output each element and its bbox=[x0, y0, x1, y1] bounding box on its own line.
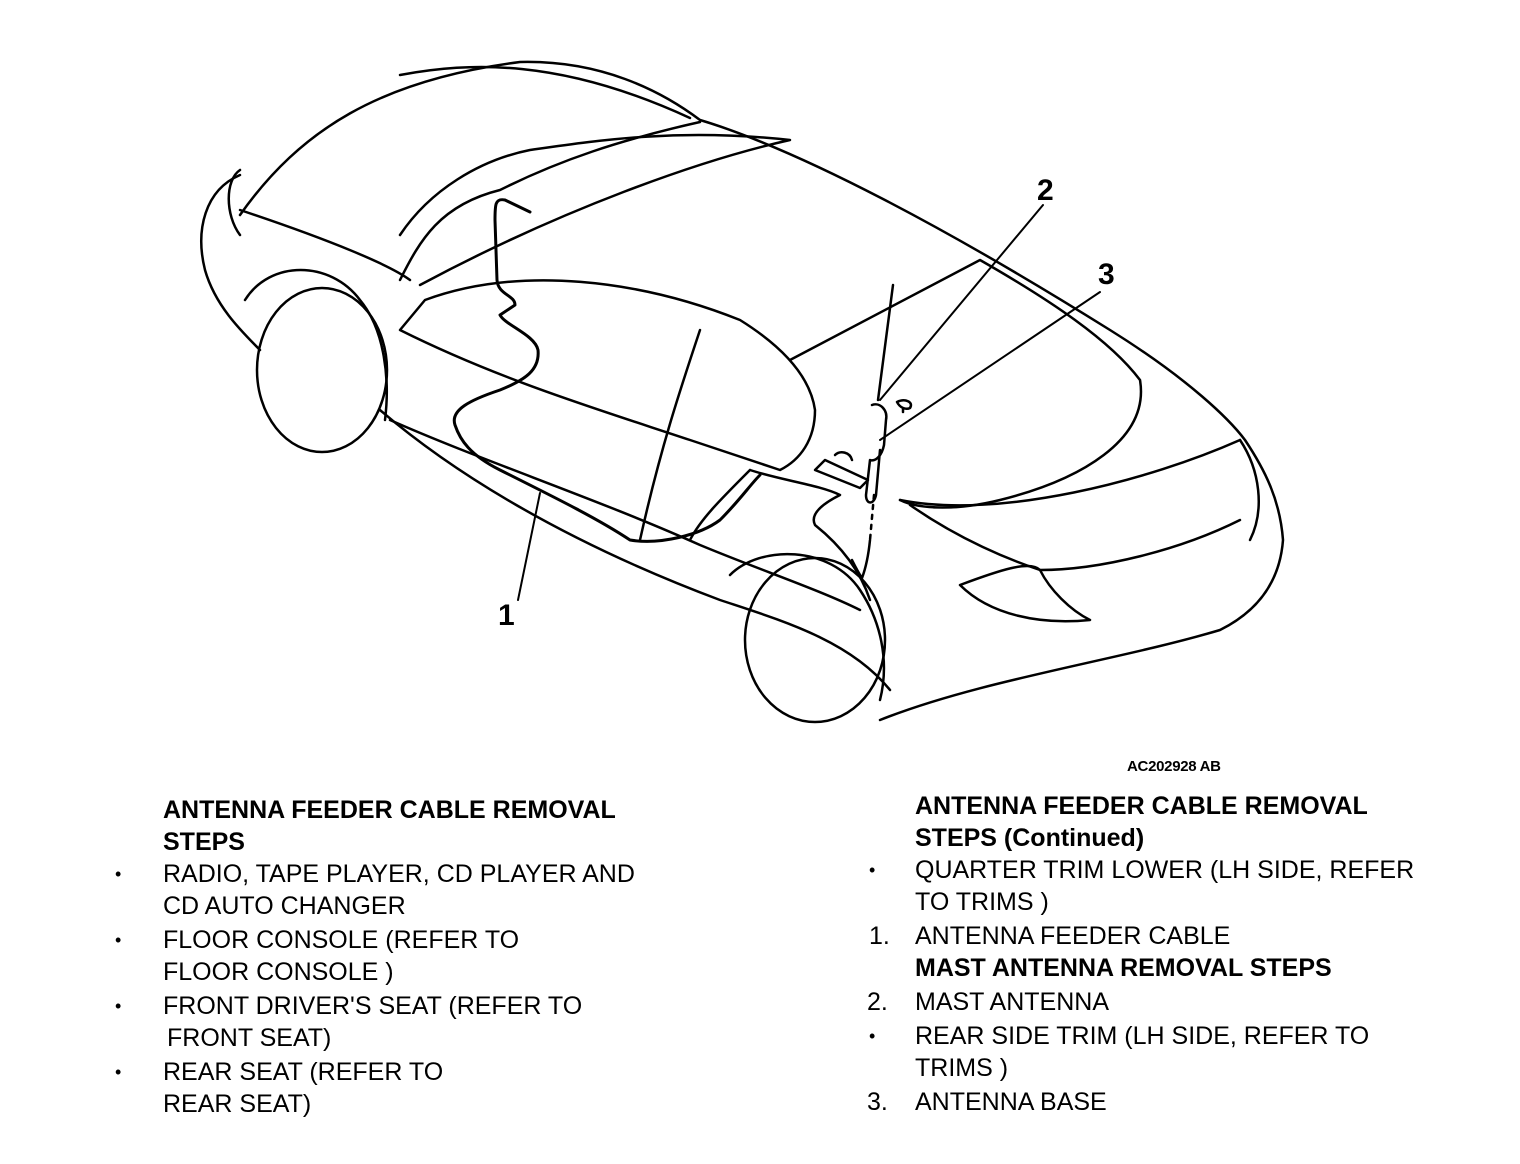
step-number: 2. bbox=[867, 988, 888, 1016]
list-item-line2: FLOOR CONSOLE ) bbox=[163, 958, 394, 986]
bullet-icon: • bbox=[115, 930, 122, 950]
list-item-line2: REAR SEAT) bbox=[163, 1090, 312, 1118]
list-item: • REAR SEAT (REFER TO REAR SEAT) bbox=[115, 1056, 783, 1120]
bullet-icon: • bbox=[115, 1062, 122, 1082]
car-front-outline bbox=[200, 173, 262, 352]
list-item: • FLOOR CONSOLE (REFER TO FLOOR CONSOLE … bbox=[115, 924, 783, 988]
list-item: 3. ANTENNA BASE bbox=[867, 1086, 1505, 1118]
list-item: 1. ANTENNA FEEDER CABLE bbox=[869, 920, 1505, 952]
list-item-line1: ANTENNA BASE bbox=[915, 1088, 1107, 1116]
callout-1: 1 bbox=[498, 599, 515, 632]
list-item-line1: MAST ANTENNA bbox=[915, 988, 1110, 1016]
list-item: • RADIO, TAPE PLAYER, CD PLAYER AND CD A… bbox=[115, 858, 783, 922]
right-heading-line1: ANTENNA FEEDER CABLE REMOVAL bbox=[915, 792, 1368, 820]
tail-lamp-left bbox=[958, 564, 1092, 623]
step-number: 1. bbox=[869, 922, 890, 950]
feeder-cable bbox=[452, 198, 762, 543]
list-item-line2: TRIMS ) bbox=[915, 1054, 1009, 1082]
bullet-icon: • bbox=[869, 1026, 876, 1046]
list-item-line1: ANTENNA FEEDER CABLE bbox=[915, 922, 1231, 950]
bullet-icon: • bbox=[115, 864, 122, 884]
figure-id: AC202928 AB bbox=[1127, 758, 1221, 775]
door-line bbox=[638, 328, 702, 542]
list-item-line1: RADIO, TAPE PLAYER, CD PLAYER AND bbox=[163, 860, 635, 888]
car-roof-edge bbox=[398, 65, 692, 120]
rear-wheel bbox=[743, 556, 887, 724]
step-number: 3. bbox=[867, 1088, 888, 1116]
grommet bbox=[895, 399, 913, 414]
list-item: • FRONT DRIVER'S SEAT (REFER TO FRONT SE… bbox=[115, 990, 783, 1054]
antenna-lead bbox=[850, 538, 872, 580]
tail-lamp-right bbox=[1238, 438, 1260, 542]
left-steps-column: ANTENNA FEEDER CABLE REMOVAL STEPS • RAD… bbox=[115, 794, 783, 1120]
left-heading-line1: ANTENNA FEEDER CABLE REMOVAL bbox=[163, 796, 616, 824]
mast-antenna-rod bbox=[876, 283, 895, 402]
antenna-cable-dash bbox=[868, 493, 876, 542]
right-steps-column: ANTENNA FEEDER CABLE REMOVAL STEPS (Cont… bbox=[867, 790, 1505, 1118]
bullet-icon: • bbox=[115, 996, 122, 1016]
list-item: 2. MAST ANTENNA bbox=[867, 986, 1505, 1018]
leader-line-2 bbox=[879, 204, 1044, 401]
bullet-icon: • bbox=[869, 860, 876, 880]
rear-window bbox=[788, 258, 1143, 509]
list-item-line1: REAR SIDE TRIM (LH SIDE, REFER TO bbox=[915, 1022, 1370, 1050]
car-headlamp bbox=[227, 168, 242, 237]
list-item-line2: FRONT SEAT) bbox=[167, 1024, 332, 1052]
list-item-line2: TO TRIMS ) bbox=[915, 888, 1049, 916]
callout-2: 2 bbox=[1037, 174, 1054, 207]
list-item-line1: FLOOR CONSOLE (REFER TO bbox=[163, 926, 520, 954]
mast-antenna-body bbox=[864, 403, 888, 504]
side-window bbox=[398, 279, 817, 472]
list-item-line1: REAR SEAT (REFER TO bbox=[163, 1058, 444, 1086]
trunk-lid bbox=[898, 438, 1242, 507]
leader-line-1 bbox=[517, 492, 541, 601]
mast-antenna-subheading: MAST ANTENNA REMOVAL STEPS bbox=[915, 954, 1332, 982]
car-roof-outline bbox=[238, 60, 1285, 722]
antenna-bracket bbox=[813, 451, 870, 490]
front-wheel-arch bbox=[243, 268, 388, 422]
car-roof-inner bbox=[238, 120, 702, 282]
list-item: • QUARTER TRIM LOWER (LH SIDE, REFER TO … bbox=[869, 854, 1505, 918]
car-antenna-diagram: 1 2 3 bbox=[200, 60, 1285, 724]
leader-line-3 bbox=[879, 291, 1101, 441]
list-item-line1: FRONT DRIVER'S SEAT (REFER TO bbox=[163, 992, 583, 1020]
lower-body-line bbox=[388, 418, 862, 612]
list-item: • REAR SIDE TRIM (LH SIDE, REFER TO TRIM… bbox=[869, 1020, 1505, 1084]
rear-quarter bbox=[688, 468, 872, 602]
rocker-line bbox=[378, 408, 892, 692]
right-heading-line2: STEPS (Continued) bbox=[915, 824, 1145, 852]
list-item-line2: CD AUTO CHANGER bbox=[163, 892, 406, 920]
list-item-line1: QUARTER TRIM LOWER (LH SIDE, REFER bbox=[915, 856, 1415, 884]
front-wheel bbox=[255, 286, 389, 454]
trunk-lower bbox=[908, 503, 1242, 572]
callout-3: 3 bbox=[1098, 258, 1115, 291]
car-windshield bbox=[398, 133, 792, 287]
left-heading-line2: STEPS bbox=[163, 828, 245, 856]
